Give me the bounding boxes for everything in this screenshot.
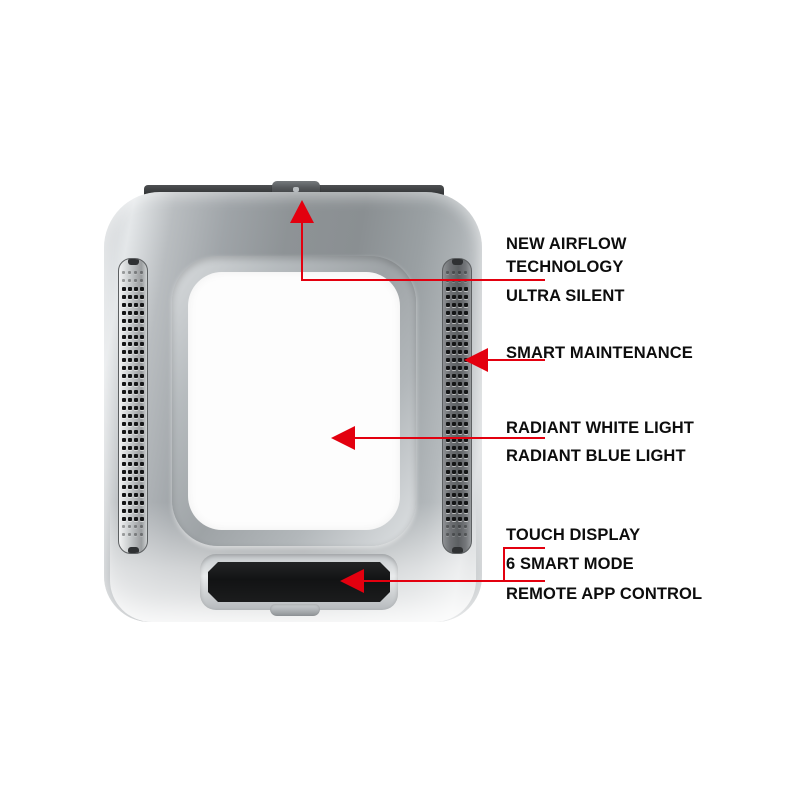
leader-line-airflow-horizontal	[301, 279, 545, 281]
label-new-airflow: NEW AIRFLOW	[506, 235, 627, 253]
arrow-left-icon-controls	[340, 569, 364, 593]
label-ultra-silent: ULTRA SILENT	[506, 287, 625, 305]
bracket-bottom-tick-controls	[503, 580, 545, 582]
inner-light-window	[188, 272, 400, 530]
label-remote-app-control: REMOTE APP CONTROL	[506, 585, 703, 603]
label-6-smart-mode: 6 SMART MODE	[506, 555, 634, 573]
right-vent-top-tab-icon	[452, 259, 463, 265]
product-illustration	[104, 180, 482, 622]
label-radiant-white-light: RADIANT WHITE LIGHT	[506, 419, 694, 437]
bottom-bump-icon	[270, 604, 320, 616]
left-vent-top-tab-icon	[128, 259, 139, 265]
leader-line-light	[355, 437, 545, 439]
arrow-left-icon-light	[331, 426, 355, 450]
arrow-left-icon-maintenance	[464, 348, 488, 372]
label-touch-display: TOUCH DISPLAY	[506, 526, 641, 544]
bracket-spine-controls	[503, 547, 505, 582]
right-vent-panel	[442, 258, 472, 554]
left-vent-panel	[118, 258, 148, 554]
label-technology: TECHNOLOGY	[506, 258, 624, 276]
right-vent-bottom-tab-icon	[452, 547, 463, 553]
leader-line-controls	[364, 580, 504, 582]
leader-line-airflow-vertical	[301, 222, 303, 281]
label-smart-maintenance: SMART MAINTENANCE	[506, 344, 693, 362]
right-vent-dot-grid	[443, 271, 471, 541]
arrow-up-icon-airflow	[290, 200, 314, 223]
left-vent-bottom-tab-icon	[128, 547, 139, 553]
leader-line-maintenance	[488, 359, 545, 361]
bracket-top-tick-controls	[503, 547, 545, 549]
label-radiant-blue-light: RADIANT BLUE LIGHT	[506, 447, 686, 465]
left-vent-dot-grid	[119, 271, 147, 541]
